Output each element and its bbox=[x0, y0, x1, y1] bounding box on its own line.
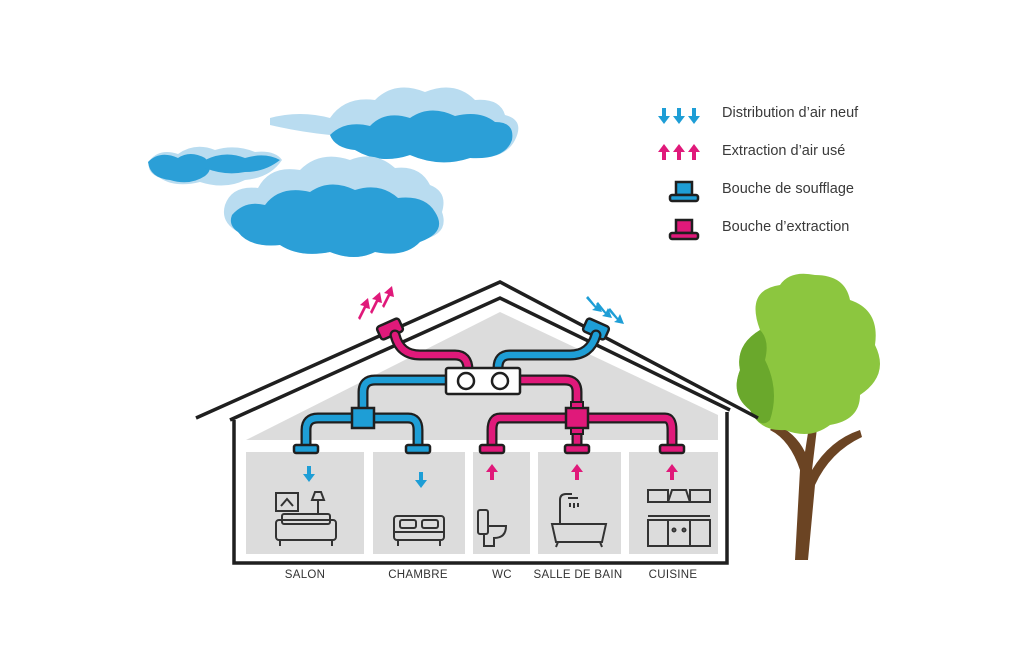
stale-air-arrows bbox=[486, 464, 678, 480]
room-salon bbox=[246, 452, 364, 554]
legend-fresh-air-arrows bbox=[658, 108, 700, 124]
legend-supply-vent-icon bbox=[668, 180, 700, 203]
legend-supply-vent-label: Bouche de soufflage bbox=[722, 181, 854, 197]
room-label-chambre: CHAMBRE bbox=[388, 569, 448, 581]
legend-item-supply-vent: Bouche de soufflage bbox=[722, 181, 1022, 211]
supply-ducts bbox=[300, 329, 602, 451]
roof-stale-air-arrows bbox=[358, 286, 394, 320]
room-label-wc: WC bbox=[492, 569, 512, 581]
tree-icon bbox=[736, 273, 880, 560]
legend-fresh-air-label: Distribution d’air neuf bbox=[722, 105, 859, 121]
extract-ducts bbox=[389, 329, 678, 451]
room-salle-de-bain bbox=[538, 452, 621, 554]
room-label-salon: SALON bbox=[284, 569, 326, 581]
room-label-salle-de-bain: SALLE DE BAIN bbox=[533, 569, 623, 581]
toilet-icon bbox=[477, 509, 508, 547]
fresh-air-arrows bbox=[303, 466, 427, 488]
supply-junction bbox=[350, 406, 376, 430]
room-chambre bbox=[373, 452, 465, 554]
sofa-icon bbox=[275, 491, 337, 546]
house-outline bbox=[195, 280, 759, 565]
legend-stale-air-label: Extraction d’air usé bbox=[722, 143, 846, 159]
rooms bbox=[246, 452, 718, 554]
legend-extract-vent-label: Bouche d’extraction bbox=[722, 219, 850, 235]
extract-junction bbox=[564, 401, 590, 435]
legend-item-fresh-air: Distribution d’air neuf bbox=[722, 105, 1022, 135]
supply-vents bbox=[292, 443, 432, 455]
legend-item-stale-air: Extraction d’air usé bbox=[722, 143, 1022, 173]
cloud-icon bbox=[148, 87, 519, 257]
heat-exchanger-icon bbox=[444, 366, 522, 396]
legend-extract-vent-icon bbox=[668, 218, 700, 241]
legend-stale-air-arrows bbox=[658, 144, 700, 160]
extract-vents bbox=[478, 443, 686, 455]
room-label-cuisine: CUISINE bbox=[648, 569, 698, 581]
bed-icon bbox=[393, 515, 445, 546]
kitchen-icon bbox=[647, 489, 711, 547]
legend-item-extract-vent: Bouche d’extraction bbox=[722, 219, 1022, 249]
room-wc bbox=[473, 452, 530, 554]
roof-fresh-air-arrows bbox=[586, 296, 624, 324]
bathtub-icon bbox=[550, 493, 608, 548]
